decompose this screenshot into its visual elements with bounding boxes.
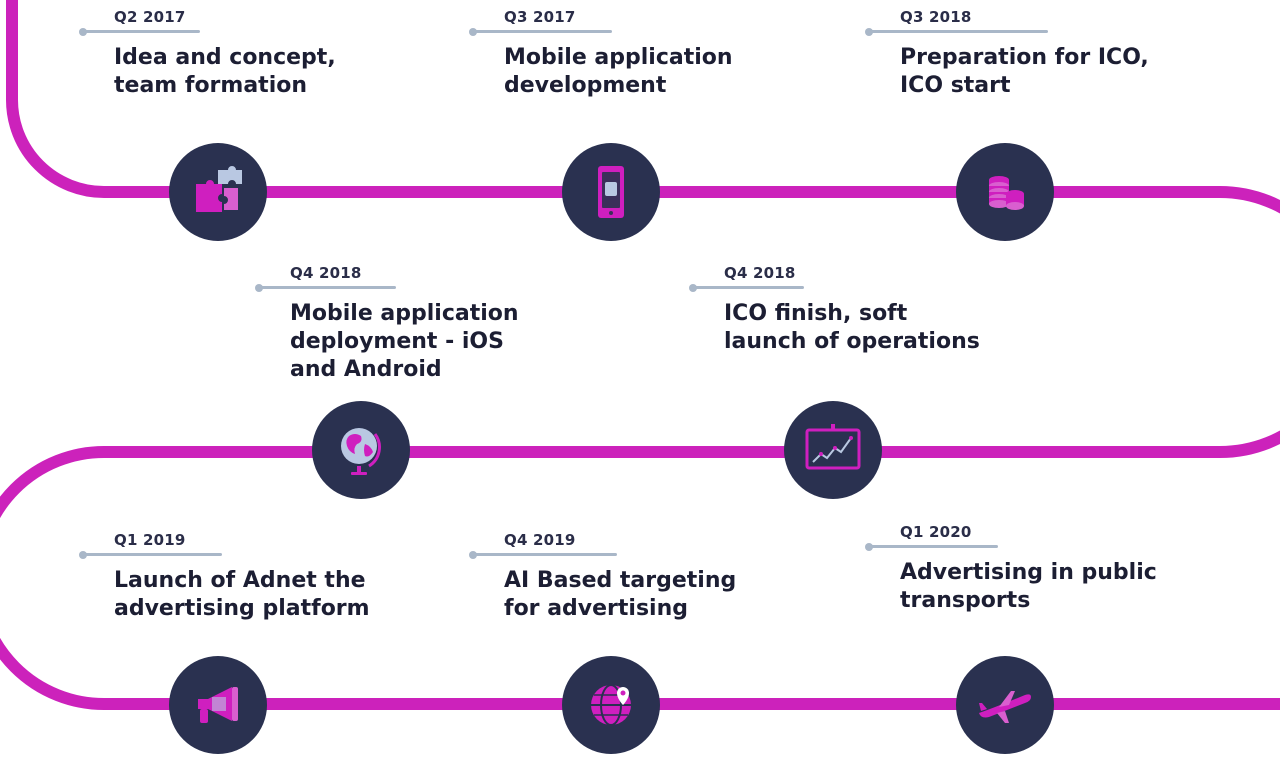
node-chart bbox=[784, 401, 882, 499]
milestone-quarter: Q4 2018 bbox=[724, 264, 796, 282]
chart-board-icon bbox=[805, 424, 861, 470]
location-globe-icon bbox=[591, 684, 631, 726]
milestone-rule bbox=[469, 550, 617, 559]
milestone-title: Advertising in public transports bbox=[900, 560, 1157, 613]
milestone-title: Preparation for ICO, ICO start bbox=[900, 45, 1149, 98]
coin-stack-icon bbox=[989, 176, 1024, 210]
milestone-title: ICO finish, soft launch of operations bbox=[724, 301, 980, 354]
node-globe bbox=[312, 401, 410, 499]
milestone-rule bbox=[469, 27, 612, 36]
puzzle-icon bbox=[196, 166, 242, 212]
node-location-globe bbox=[562, 656, 660, 754]
milestone-rule bbox=[255, 283, 396, 292]
milestone-quarter: Q2 2017 bbox=[114, 8, 186, 26]
milestone-rule bbox=[79, 27, 200, 36]
milestone-rule bbox=[865, 542, 998, 551]
milestone-quarter: Q3 2018 bbox=[900, 8, 972, 26]
node-smartphone bbox=[562, 143, 660, 241]
milestone-quarter: Q1 2019 bbox=[114, 531, 186, 549]
milestone-rule bbox=[865, 27, 1048, 36]
milestone-rule bbox=[79, 550, 222, 559]
milestone-rule bbox=[689, 283, 804, 292]
megaphone-icon bbox=[198, 687, 238, 723]
milestone-title: Launch of Adnet the advertising platform bbox=[114, 568, 370, 621]
milestone-quarter: Q4 2019 bbox=[504, 531, 576, 549]
milestone-quarter: Q3 2017 bbox=[504, 8, 576, 26]
milestone-title: Mobile application development bbox=[504, 45, 733, 98]
node-airplane bbox=[956, 656, 1054, 754]
milestone-title: AI Based targeting for advertising bbox=[504, 568, 737, 621]
node-puzzle bbox=[169, 143, 267, 241]
node-megaphone bbox=[169, 656, 267, 754]
globe-icon bbox=[341, 428, 381, 475]
airplane-icon bbox=[979, 691, 1031, 723]
node-coins bbox=[956, 143, 1054, 241]
milestone-title: Idea and concept, team formation bbox=[114, 45, 336, 98]
milestone-quarter: Q4 2018 bbox=[290, 264, 362, 282]
milestone-title: Mobile application deployment - iOS and … bbox=[290, 301, 519, 382]
milestone-quarter: Q1 2020 bbox=[900, 523, 972, 541]
smartphone-icon bbox=[598, 166, 624, 218]
